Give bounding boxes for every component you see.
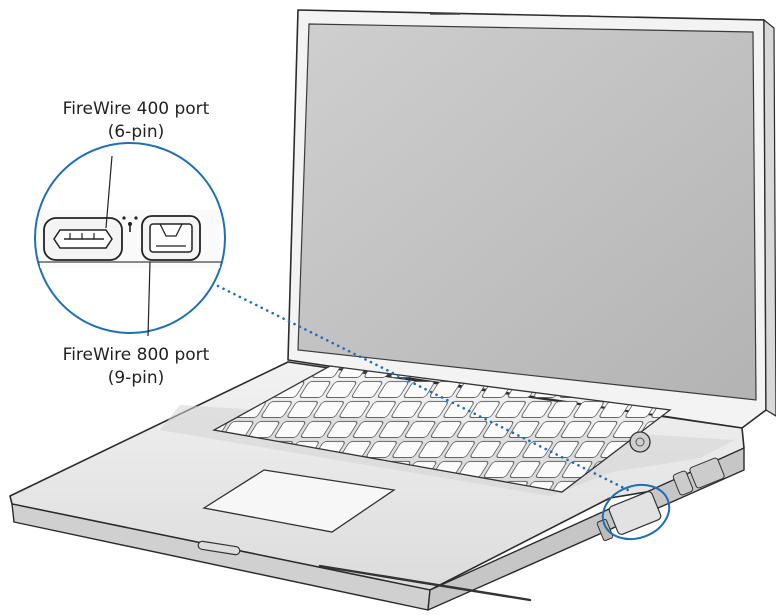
latch-button: [197, 540, 241, 556]
display-screen: [297, 23, 757, 401]
firewire-800-pins: (9-pin): [107, 368, 165, 388]
side-ports: [596, 457, 725, 542]
laptop-base: [9, 361, 745, 611]
firewire-800-label: FireWire 800 port (9-pin): [36, 344, 236, 390]
firewire-800-port-icon: [141, 215, 201, 261]
firewire-symbol-icon: [122, 216, 138, 232]
port-magnifier: [34, 142, 226, 337]
firewire-400-label: FireWire 400 port (6-pin): [44, 98, 228, 144]
firewire-400-name: FireWire 400 port: [62, 99, 210, 119]
firewire-400-pins: (6-pin): [107, 122, 165, 142]
firewire-400-port-icon: [43, 217, 123, 261]
optical-drive-slot: [318, 564, 532, 602]
trackpad: [202, 469, 396, 533]
display-lid: [287, 9, 776, 429]
keyboard: [212, 365, 672, 493]
power-button: [629, 431, 651, 453]
firewire-800-name: FireWire 800 port: [62, 345, 210, 365]
port-highlight: [601, 483, 671, 541]
